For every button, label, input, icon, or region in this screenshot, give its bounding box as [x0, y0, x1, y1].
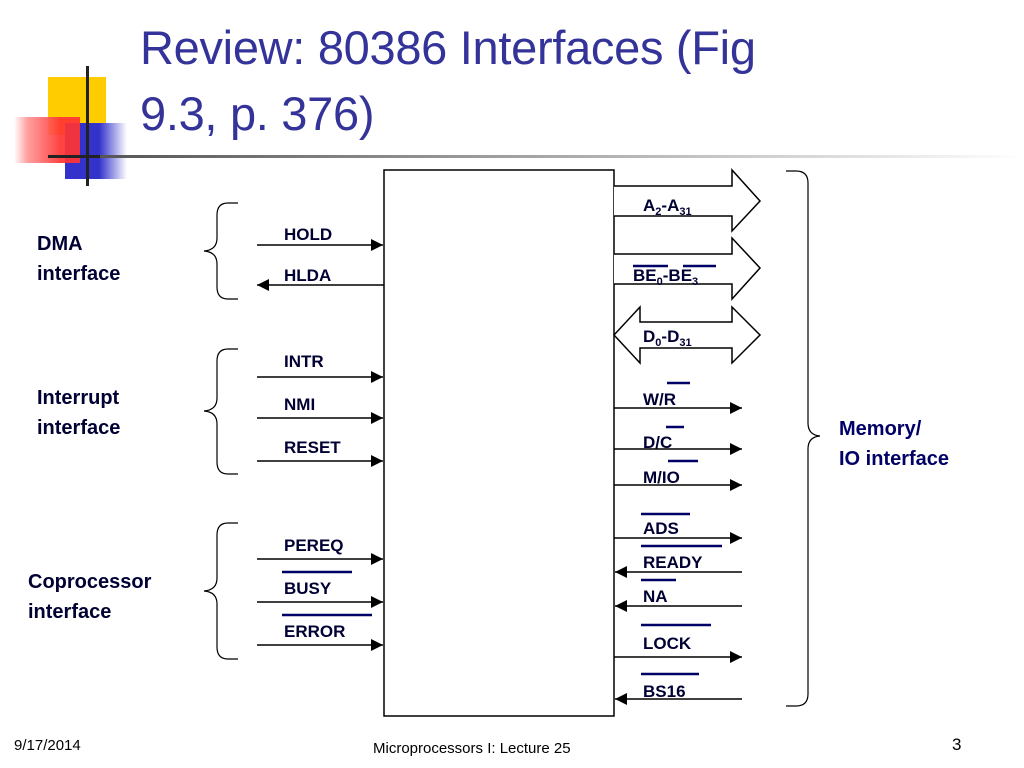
nmi-label: NMI	[284, 395, 315, 414]
mio-label: M/IO	[643, 468, 680, 487]
data-bus-mid: -D	[661, 327, 679, 346]
reset-label: RESET	[284, 438, 341, 457]
footer-course: Microprocessors I: Lecture 25	[373, 740, 571, 757]
hlda-label: HLDA	[284, 266, 331, 285]
footer-date: 9/17/2014	[14, 737, 81, 754]
address-bus-label: A2-A31	[643, 196, 692, 218]
interrupt-label-line-1: Interrupt	[37, 387, 120, 409]
coprocessor-brace	[203, 522, 238, 660]
byte-enable-bus-label: BE0-BE3	[633, 266, 698, 288]
byte-enable-bus-arrow	[614, 236, 762, 301]
horizontal-line	[48, 155, 140, 158]
address-bus-mid: -A	[661, 196, 679, 215]
busy-label: BUSY	[284, 579, 332, 598]
dc-label: D/C	[643, 433, 672, 452]
data-bus-arrow	[612, 305, 762, 365]
data-bus-sub-2: 31	[679, 337, 691, 349]
coprocessor-label-line-2: interface	[28, 601, 111, 623]
hold-label: HOLD	[284, 225, 332, 244]
byte-enable-sub-2: 3	[692, 276, 698, 288]
address-bus-main: A	[643, 196, 655, 215]
title-underline	[100, 155, 1024, 158]
dma-brace	[203, 202, 238, 300]
bs16-label: BS16	[643, 682, 686, 701]
wr-label: W/R	[643, 390, 676, 409]
processor-box	[383, 169, 615, 717]
byte-enable-main: BE	[633, 266, 657, 285]
lock-label: LOCK	[643, 634, 692, 653]
interrupt-brace	[203, 348, 238, 475]
decorative-squares	[0, 0, 140, 200]
dma-label-line-2: interface	[37, 263, 120, 285]
memory-io-brace	[786, 170, 821, 707]
address-bus-sub-1: 2	[655, 206, 661, 218]
slide-title-line-2: 9.3, p. 376)	[140, 87, 375, 140]
memory-io-label-line-2: IO interface	[839, 448, 949, 470]
intr-label: INTR	[284, 352, 324, 371]
dma-label-line-1: DMA	[37, 233, 83, 255]
error-label: ERROR	[284, 622, 345, 641]
memory-io-label-line-1: Memory/	[839, 418, 922, 440]
address-bus-arrow	[614, 168, 762, 233]
slide-title-line-1: Review: 80386 Interfaces (Fig	[140, 21, 756, 74]
na-label: NA	[643, 587, 668, 606]
interrupt-label-line-2: interface	[37, 417, 120, 439]
byte-enable-sub-1: 0	[657, 276, 663, 288]
footer-page-number: 3	[952, 735, 962, 754]
ads-label: ADS	[643, 519, 679, 538]
data-bus-main: D	[643, 327, 655, 346]
address-bus-sub-2: 31	[679, 206, 691, 218]
ready-label: READY	[643, 553, 703, 572]
byte-enable-mid: -BE	[663, 266, 692, 285]
data-bus-sub-1: 0	[655, 337, 661, 349]
coprocessor-label-line-1: Coprocessor	[28, 571, 152, 593]
vertical-line	[86, 66, 89, 186]
data-bus-label: D0-D31	[643, 327, 692, 349]
pereq-label: PEREQ	[284, 536, 344, 555]
